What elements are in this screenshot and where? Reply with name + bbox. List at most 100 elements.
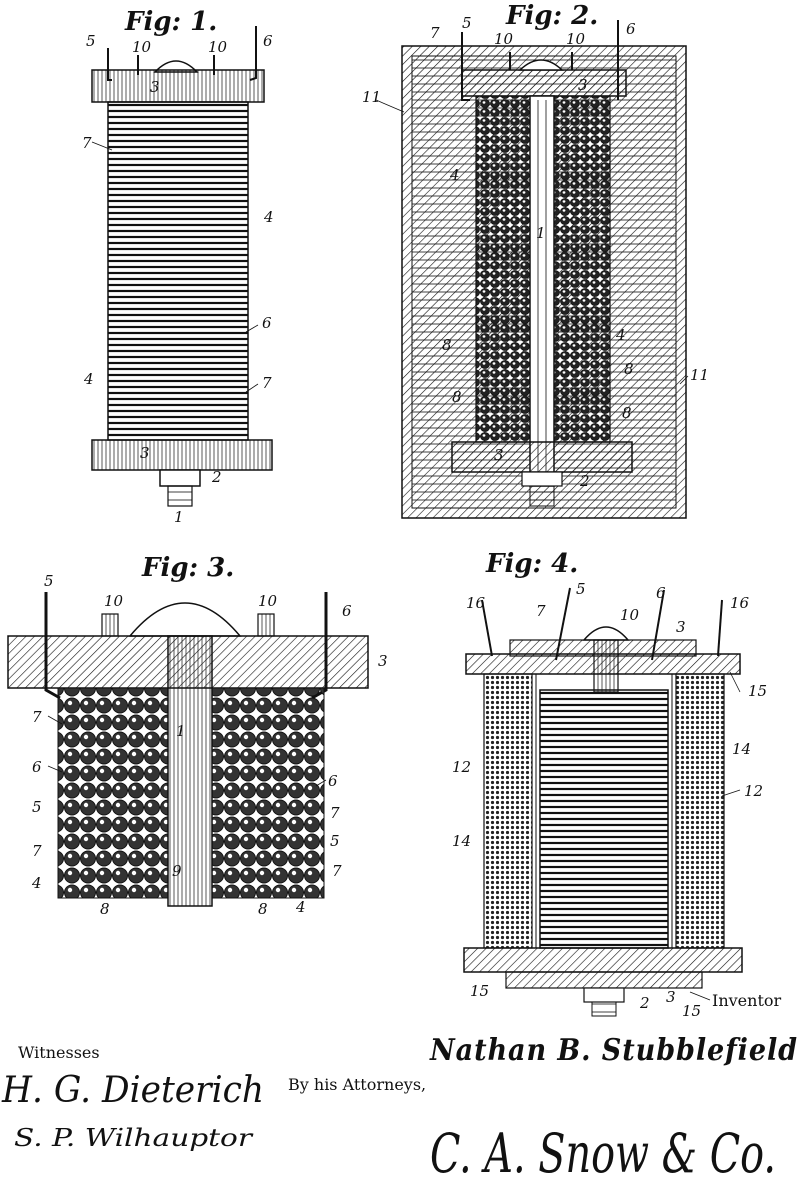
- reference-numeral: 12: [744, 782, 763, 800]
- reference-numeral: 3: [666, 988, 676, 1006]
- reference-numeral: 6: [626, 20, 636, 38]
- fig4-label: Fig: 4.: [485, 549, 578, 579]
- terminal-pin: [101, 613, 119, 637]
- reference-numeral: 11: [362, 88, 381, 106]
- reference-numeral: 4: [615, 326, 626, 344]
- fig4-reference-numerals: 16 7 5 10 6 3 16 15 12 14 14 12 15 2 3 1…: [452, 580, 767, 1020]
- reference-numeral: 8: [624, 360, 634, 378]
- reference-numeral: 1: [174, 508, 184, 526]
- legend-block: Witnesses Inventor Nathan B. Stubblefiel…: [1, 991, 798, 1185]
- figure-2: Fig: 2. 7 5 10 10 6 3 11 4 1: [362, 1, 709, 519]
- outer-shell-right: [675, 673, 725, 949]
- bolt-thread: [529, 485, 555, 507]
- attorneys-label: By his Attorneys,: [288, 1075, 426, 1094]
- central-core: [167, 635, 213, 907]
- top-flange: [91, 69, 265, 103]
- inner-winding: [539, 689, 669, 949]
- dome-nut: [128, 602, 242, 637]
- base-plate: [451, 441, 633, 473]
- reference-numeral: 15: [682, 1002, 701, 1020]
- reference-numeral: 8: [258, 900, 268, 918]
- central-core: [593, 639, 619, 693]
- reference-numeral: 4: [449, 166, 460, 184]
- reference-numeral: 6: [328, 772, 338, 790]
- top-cap: [461, 69, 627, 97]
- reference-numeral: 10: [258, 592, 278, 610]
- witness-signature-1: H. G. Dieterich: [1, 1070, 264, 1111]
- reference-numeral: 8: [452, 388, 462, 406]
- reference-numeral: 8: [622, 404, 632, 422]
- reference-numeral: 3: [578, 76, 588, 94]
- inventor-name: Nathan B. Stubblefield: [429, 1033, 798, 1068]
- reference-numeral: 3: [494, 446, 504, 464]
- witness-signature-2: S. P. Wilhauptor: [14, 1124, 254, 1152]
- reference-numeral: 10: [132, 38, 152, 56]
- attorney-signature: C. A. Snow & Co.: [430, 1122, 776, 1185]
- bolt-nut: [583, 987, 625, 1003]
- reference-numeral: 7: [536, 602, 546, 620]
- reference-numeral: 10: [620, 606, 640, 624]
- reference-numeral: 6: [656, 584, 666, 602]
- reference-numeral: 5: [462, 14, 472, 32]
- reference-numeral: 3: [378, 652, 388, 670]
- reference-numeral: 7: [32, 708, 42, 726]
- reference-numeral: 12: [452, 758, 471, 776]
- fig2-label: Fig: 2.: [505, 1, 598, 31]
- bottom-flange: [91, 439, 273, 471]
- bolt-nut: [159, 469, 201, 487]
- reference-numeral: 5: [86, 32, 96, 50]
- reference-numeral: 2: [639, 994, 650, 1012]
- coil-winding: [107, 101, 249, 441]
- dome-nut: [518, 59, 564, 71]
- reference-numeral: 4: [295, 898, 306, 916]
- reference-numeral: 14: [452, 832, 471, 850]
- fig2-reference-numerals: 7 5 10 10 6 3 11 4 1 4 8 8 8 8 11 3 2: [362, 14, 709, 490]
- reference-numeral: 7: [330, 804, 340, 822]
- reference-numeral: 16: [730, 594, 750, 612]
- dome-nut: [582, 626, 630, 641]
- reference-numeral: 4: [31, 874, 42, 892]
- fig1-reference-numerals: 5 10 10 6 3 7 4 6 7 4 3 2 1: [82, 32, 274, 526]
- reference-numeral: 15: [748, 682, 767, 700]
- reference-numeral: 7: [82, 134, 92, 152]
- reference-numeral: 7: [32, 842, 42, 860]
- reference-numeral: 1: [176, 722, 186, 740]
- base-disc: [505, 971, 703, 989]
- reference-numeral: 11: [690, 366, 709, 384]
- reference-numeral: 6: [342, 602, 352, 620]
- reference-numeral: 4: [83, 370, 94, 388]
- reference-numeral: 3: [676, 618, 686, 636]
- coil-section-right: [211, 687, 325, 899]
- outer-shell-left: [483, 673, 533, 949]
- reference-numeral: 2: [211, 468, 222, 486]
- reference-numeral: 7: [430, 24, 440, 42]
- reference-numeral: 8: [442, 336, 452, 354]
- reference-numeral: 5: [32, 798, 42, 816]
- reference-numeral: 4: [263, 208, 274, 226]
- reference-numeral: 3: [140, 444, 150, 462]
- reference-numeral: 6: [262, 314, 272, 332]
- figure-1: Fig: 1. 5 10 10 6 3 7 4 6 7 4 3 2 1: [82, 7, 274, 526]
- fig3-label: Fig: 3.: [141, 553, 234, 583]
- reference-numeral: 10: [104, 592, 124, 610]
- reference-numeral: 8: [100, 900, 110, 918]
- reference-numeral: 6: [32, 758, 42, 776]
- reference-numeral: 2: [579, 472, 590, 490]
- reference-numeral: 10: [208, 38, 228, 56]
- reference-numeral: 5: [330, 832, 340, 850]
- witnesses-label: Witnesses: [18, 1043, 100, 1062]
- coil-section-left: [57, 687, 169, 899]
- reference-numeral: 7: [332, 862, 342, 880]
- reference-numeral: 15: [470, 982, 489, 1000]
- bolt-thread: [167, 485, 193, 507]
- terminal-pin: [257, 613, 275, 637]
- fig1-label: Fig: 1.: [124, 7, 217, 37]
- figure-3: Fig: 3. 5 10 10 6 3 7 6 5 7 4 8 8 4: [7, 553, 388, 918]
- reference-numeral: 16: [466, 594, 486, 612]
- figure-4: Fig: 4. 16 7 5 10 6 3: [452, 549, 767, 1020]
- central-core: [529, 95, 555, 487]
- reference-numeral: 5: [576, 580, 586, 598]
- reference-numeral: 3: [150, 78, 160, 96]
- bolt-thread: [591, 1001, 617, 1017]
